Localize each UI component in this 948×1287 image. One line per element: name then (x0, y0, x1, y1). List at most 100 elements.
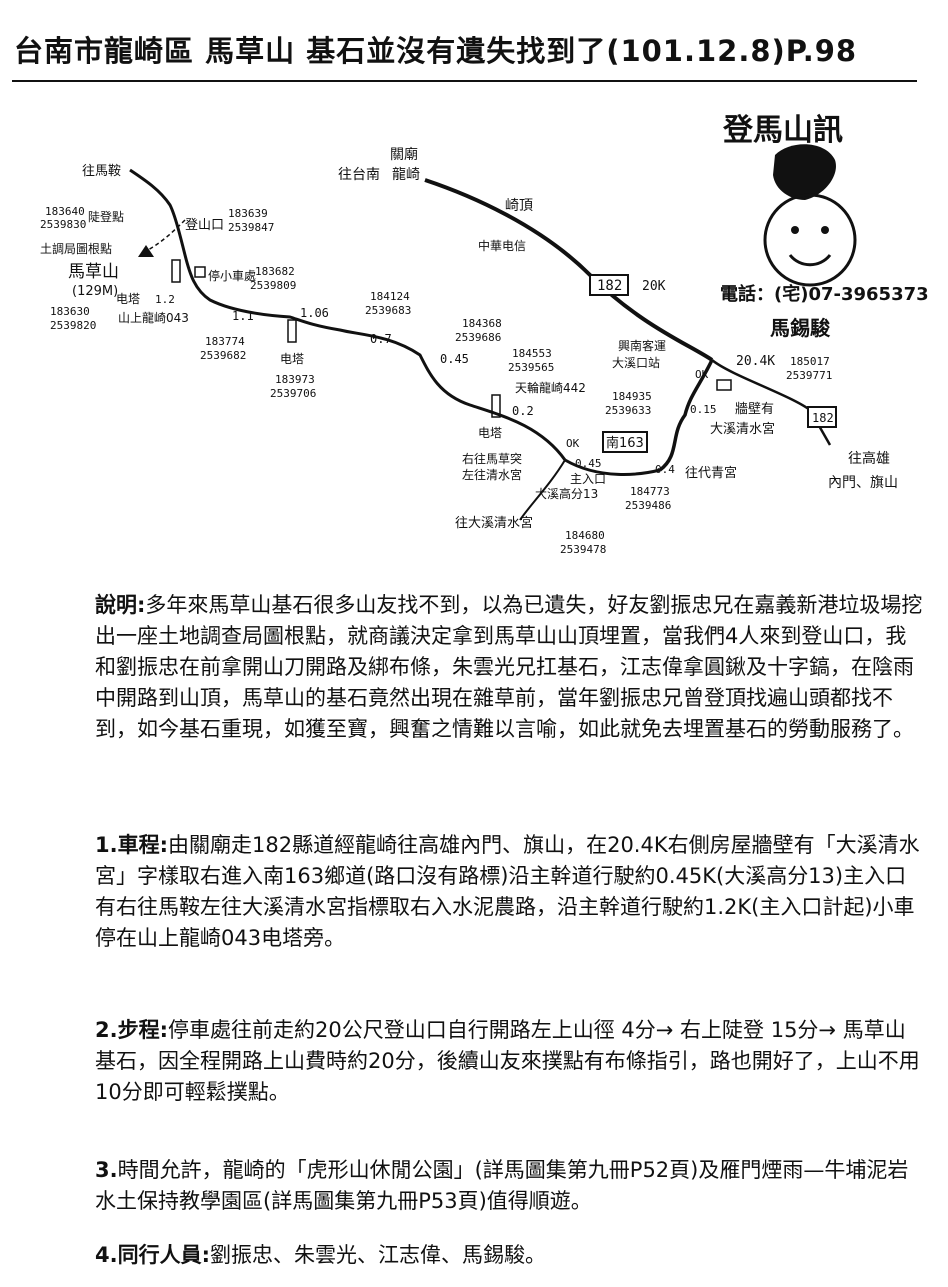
road-sign-nan163 (602, 431, 648, 453)
trail-to-peak (147, 219, 186, 251)
author-badge: 登馬山訊 電話：(宅)07-3965373 馬錫駿 (715, 100, 929, 360)
label-dist: 0.4 (655, 463, 675, 476)
label-right-majing: 右往馬草突 (462, 451, 522, 466)
badge-logo-text: 登馬山訊 (722, 113, 843, 148)
label-trailhead: 登山口 (185, 218, 224, 233)
horse-smiley-icon (763, 144, 857, 287)
note-text: 由關廟走182縣道經龍崎往高雄內門、旗山，在20.4K右側房屋牆壁有「大溪清水宮… (95, 833, 920, 950)
coord: 2539682 (200, 349, 246, 362)
coord: 184368 (462, 317, 502, 330)
label-dist: 1.06 (300, 306, 329, 320)
building-icon (716, 379, 732, 391)
label-chunghwa: 中華电信 (478, 238, 526, 253)
label-to-neimen: 內門、旗山 (828, 475, 898, 491)
label-left-qingshui: 左往清水宮 (462, 467, 522, 482)
notes-hiking: 2.步程:停車處往前走約20公尺登山口自行開路左上山徑 4分→ 右上陡登 15分… (95, 1015, 925, 1108)
peak-marker (138, 245, 154, 257)
coord: 184680 (565, 529, 605, 542)
coord: 2539486 (625, 499, 671, 512)
note-head: 1.車程: (95, 833, 168, 857)
label-tower2: 电塔 (280, 352, 304, 366)
coord: 183640 (45, 205, 85, 218)
label-tower: 电塔 (116, 292, 140, 306)
note-text: 時間允許，龍崎的「虎形山休閒公園」(詳馬圖集第九冊P52頁)及雁門煙雨—牛埔泥岩… (95, 1158, 909, 1213)
coord: 183973 (275, 373, 315, 386)
coord: 2539809 (250, 279, 296, 292)
label-guanmiao: 關廟 (390, 146, 418, 163)
road-nan163 (564, 458, 661, 476)
note-head: 4.同行人員: (95, 1243, 210, 1267)
coord: 2539847 (228, 221, 274, 234)
label-dist: 20.4K (736, 354, 775, 369)
page-title: 台南市龍崎區 馬草山 基石並沒有遺失找到了(101.12.8)P.98 (14, 34, 858, 68)
label-to-tainan: 往台南 (338, 167, 380, 183)
note-head: 2.步程: (95, 1018, 168, 1042)
label-bus-stop: 興南客運 (618, 338, 666, 353)
note-text: 多年來馬草山基石很多山友找不到，以為已遺失，好友劉振忠兄在嘉義新港垃圾場挖出一座… (95, 593, 923, 741)
coord: 2539706 (270, 387, 316, 400)
road-182b-label: 182 (812, 411, 834, 425)
label-tower3-code: 天輪龍崎442 (515, 380, 586, 395)
tower-icon (287, 319, 297, 343)
coord: 2539830 (40, 218, 86, 231)
coord: 184553 (512, 347, 552, 360)
label-tower-dist: 1.2 (155, 293, 175, 306)
coord: 2539565 (508, 361, 554, 374)
label-dist: 0.7 (370, 332, 392, 346)
label-dist: 20K (642, 279, 666, 294)
coord: 2539771 (786, 369, 832, 382)
coord: 2539683 (365, 304, 411, 317)
notes-explanation: 說明:多年來馬草山基石很多山友找不到，以為已遺失，好友劉振忠兄在嘉義新港垃圾場挖… (95, 590, 925, 745)
coord: 2539686 (455, 331, 501, 344)
road-nan163-label: 南163 (606, 435, 644, 451)
badge-phone: 電話：(宅)07-3965373 (720, 284, 929, 305)
label-to-majing: 往馬鞍 (82, 163, 121, 179)
coord: 183630 (50, 305, 90, 318)
title-underline (12, 80, 917, 82)
label-dist: 0.45 (440, 352, 469, 366)
road-182-label: 182 (597, 278, 622, 294)
farm-road (129, 168, 567, 461)
label-peak-height: (129M) (72, 284, 118, 299)
road-sign-182b (807, 406, 837, 428)
label-dist: 0.45 (575, 457, 602, 470)
coord: 183639 (228, 207, 268, 220)
coord: 184124 (370, 290, 410, 303)
label-wall: 大溪清水宮 (710, 421, 775, 437)
note-text: 停車處往前走約20公尺登山口自行開路左上山徑 4分→ 右上陡登 15分→ 馬草山… (95, 1018, 920, 1104)
label-dist: 1.1 (232, 309, 254, 323)
coord: 183682 (255, 265, 295, 278)
road-sign-182 (589, 274, 629, 296)
road-nan163-east (658, 359, 714, 472)
label-steep: 陡登點 (88, 209, 124, 224)
label-peak-name: 馬草山 (68, 262, 119, 282)
label-parking: 停小車處 (208, 268, 256, 283)
label-tower3: 电塔 (478, 426, 502, 440)
parking-icon (194, 266, 206, 278)
coord: 184773 (630, 485, 670, 498)
notes-extra: 3.時間允許，龍崎的「虎形山休閒公園」(詳馬圖集第九冊P52頁)及雁門煙雨—牛埔… (95, 1155, 925, 1217)
coord: 184935 (612, 390, 652, 403)
badge-author: 馬錫駿 (770, 316, 830, 340)
note-head: 說明: (95, 593, 146, 617)
label-tower-code: 山上龍崎043 (118, 310, 189, 325)
label-dist: 0.15 (690, 403, 717, 416)
label-survey-base: 土調局圖根點 (40, 242, 112, 256)
coord: 2539633 (605, 404, 651, 417)
note-text: 劉振忠、朱雲光、江志偉、馬錫駿。 (210, 1243, 546, 1267)
note-head: 3. (95, 1158, 118, 1182)
label-ok: OK (566, 437, 580, 450)
label-qiding: 崎頂 (505, 198, 533, 214)
label-longqi: 龍崎 (392, 166, 420, 183)
label-ok: OK (695, 368, 709, 381)
label-to-kaohsiung: 往高雄 (848, 450, 890, 467)
label-main-entry: 主入口 (570, 472, 606, 486)
coord: 185017 (790, 355, 830, 368)
route-map: 往馬鞍 登山口 183639 2539847 183640 2539830 陡登… (40, 146, 898, 556)
label-to-daxi-qingshui: 往大溪清水宮 (455, 515, 533, 531)
notes-driving: 1.車程:由關廟走182縣道經龍崎往高雄內門、旗山，在20.4K右側房屋牆壁有「… (95, 830, 925, 954)
notes-companions: 4.同行人員:劉振忠、朱雲光、江志偉、馬錫駿。 (95, 1240, 925, 1271)
road-to-temple (519, 459, 566, 521)
label-daxi-gaofen: 大溪高分13 (535, 486, 598, 501)
coord: 2539478 (560, 543, 606, 556)
